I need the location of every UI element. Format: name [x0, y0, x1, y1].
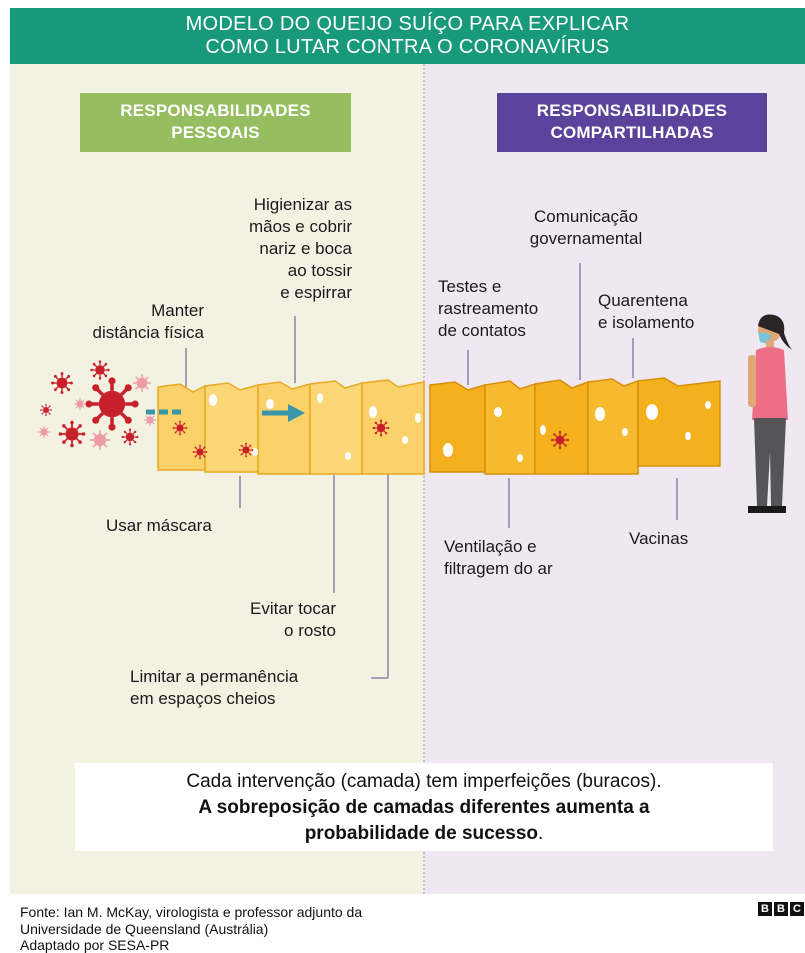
- label-evitar-tocar-rosto: Evitar tocar o rosto: [250, 599, 336, 640]
- label-vacinas: Vacinas: [629, 529, 689, 548]
- label-higienizar-maos: Higienizar as mãos e cobrir nariz e boca…: [249, 195, 352, 302]
- personal-panel-background: [10, 64, 423, 894]
- caption-box: Cada intervenção (camada) tem imperfeiçõ…: [75, 763, 773, 851]
- shared-heading-line-1: RESPONSABILIDADES: [536, 101, 728, 120]
- caption-line-3: probabilidade de sucesso.: [75, 821, 773, 847]
- title-line-2: COMO LUTAR CONTRA O CORONAVÍRUS: [205, 36, 610, 58]
- caption-bold-line-3: probabilidade de sucesso: [304, 823, 539, 844]
- shared-cheese-slices: [429, 377, 721, 475]
- shared-panel-background: [423, 64, 805, 894]
- label-distancia-fisica: Manter distância física: [92, 301, 205, 342]
- personal-heading-line-1: RESPONSABILIDADES: [120, 101, 311, 120]
- bbc-logo-letter-1: B: [758, 902, 772, 916]
- label-ventilacao-filtragem: Ventilação e filtragem do ar: [444, 537, 553, 578]
- label-usar-mascara: Usar máscara: [106, 516, 212, 535]
- penetration-arrow: [146, 404, 305, 422]
- title-banner: MODELO DO QUEIJO SUÍÇO PARA EXPLICAR COM…: [10, 8, 805, 64]
- person-illustration: [748, 314, 792, 513]
- label-testes-rastreamento: Testes e rastreamento de contatos: [438, 277, 539, 340]
- personal-heading-line-2: PESSOAIS: [171, 123, 260, 142]
- label-quarentena-isolamento: Quarentena e isolamento: [598, 291, 695, 332]
- label-limitar-espacos: Limitar a permanência em espaços cheios: [130, 667, 299, 708]
- label-comunicacao-governamental: Comunicação governamental: [529, 207, 643, 248]
- cheese-holes: [209, 393, 711, 462]
- bbc-logo-letter-3: C: [790, 902, 804, 916]
- caption-line-2: A sobreposição de camadas diferentes aum…: [75, 795, 773, 821]
- bbc-logo-letter-2: B: [774, 902, 788, 916]
- leader-lines: [185, 263, 678, 679]
- shared-heading-line-2: COMPARTILHADAS: [550, 123, 714, 142]
- caption-line-3-end: .: [538, 823, 544, 844]
- source-credit: Fonte: Ian M. McKay, virologista e profe…: [20, 904, 363, 937]
- section-divider: [423, 64, 425, 894]
- caption-line-1: Cada intervenção (camada) tem imperfeiçõ…: [186, 771, 662, 792]
- title-line-1: MODELO DO QUEIJO SUÍÇO PARA EXPLICAR: [185, 13, 630, 35]
- personal-responsibilities-box: RESPONSABILIDADES PESSOAIS: [80, 93, 351, 152]
- bbc-logo: B B C: [758, 902, 804, 916]
- caption-bold-line-2: A sobreposição de camadas diferentes aum…: [198, 797, 650, 818]
- adapted-credit: Adaptado por SESA-PR: [20, 937, 170, 953]
- shared-responsibilities-box: RESPONSABILIDADES COMPARTILHADAS: [497, 93, 767, 152]
